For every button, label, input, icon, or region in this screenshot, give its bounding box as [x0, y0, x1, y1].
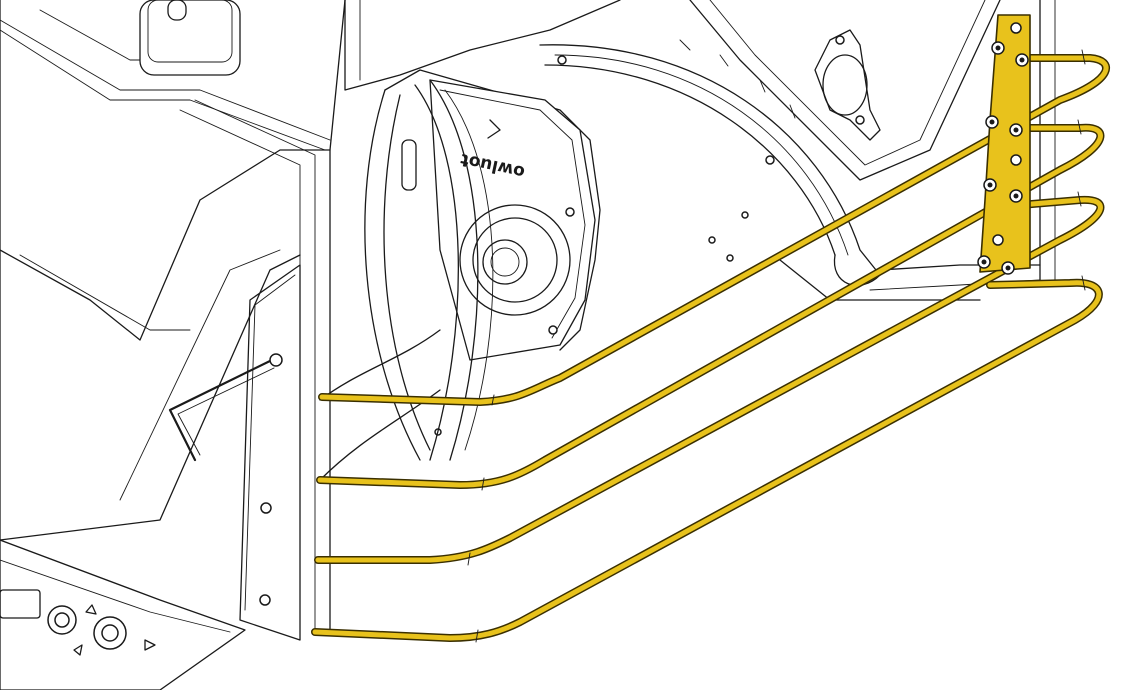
guard-rail-set — [311, 49, 1110, 643]
chute-arms — [319, 79, 494, 481]
left-frame — [0, 0, 346, 641]
arrow-right-icon — [144, 639, 156, 651]
top-handle-housing — [139, 0, 241, 76]
control-panel — [0, 539, 246, 690]
chute-assembly: owluot — [344, 0, 775, 436]
wing-nut — [814, 29, 881, 141]
arrow-left-icon — [73, 644, 83, 656]
hub-center — [482, 239, 528, 285]
logo-mark-icon — [487, 119, 501, 139]
rail-mounting-bracket — [977, 14, 1031, 275]
plate-bolt-lower — [259, 594, 271, 606]
hex-key — [168, 353, 283, 462]
hub-outer-ring — [459, 204, 571, 316]
side-plate — [239, 264, 301, 641]
plate-bolt-upper — [260, 502, 272, 514]
clamp-bolts — [977, 41, 1029, 275]
arrow-up-icon — [85, 604, 97, 615]
